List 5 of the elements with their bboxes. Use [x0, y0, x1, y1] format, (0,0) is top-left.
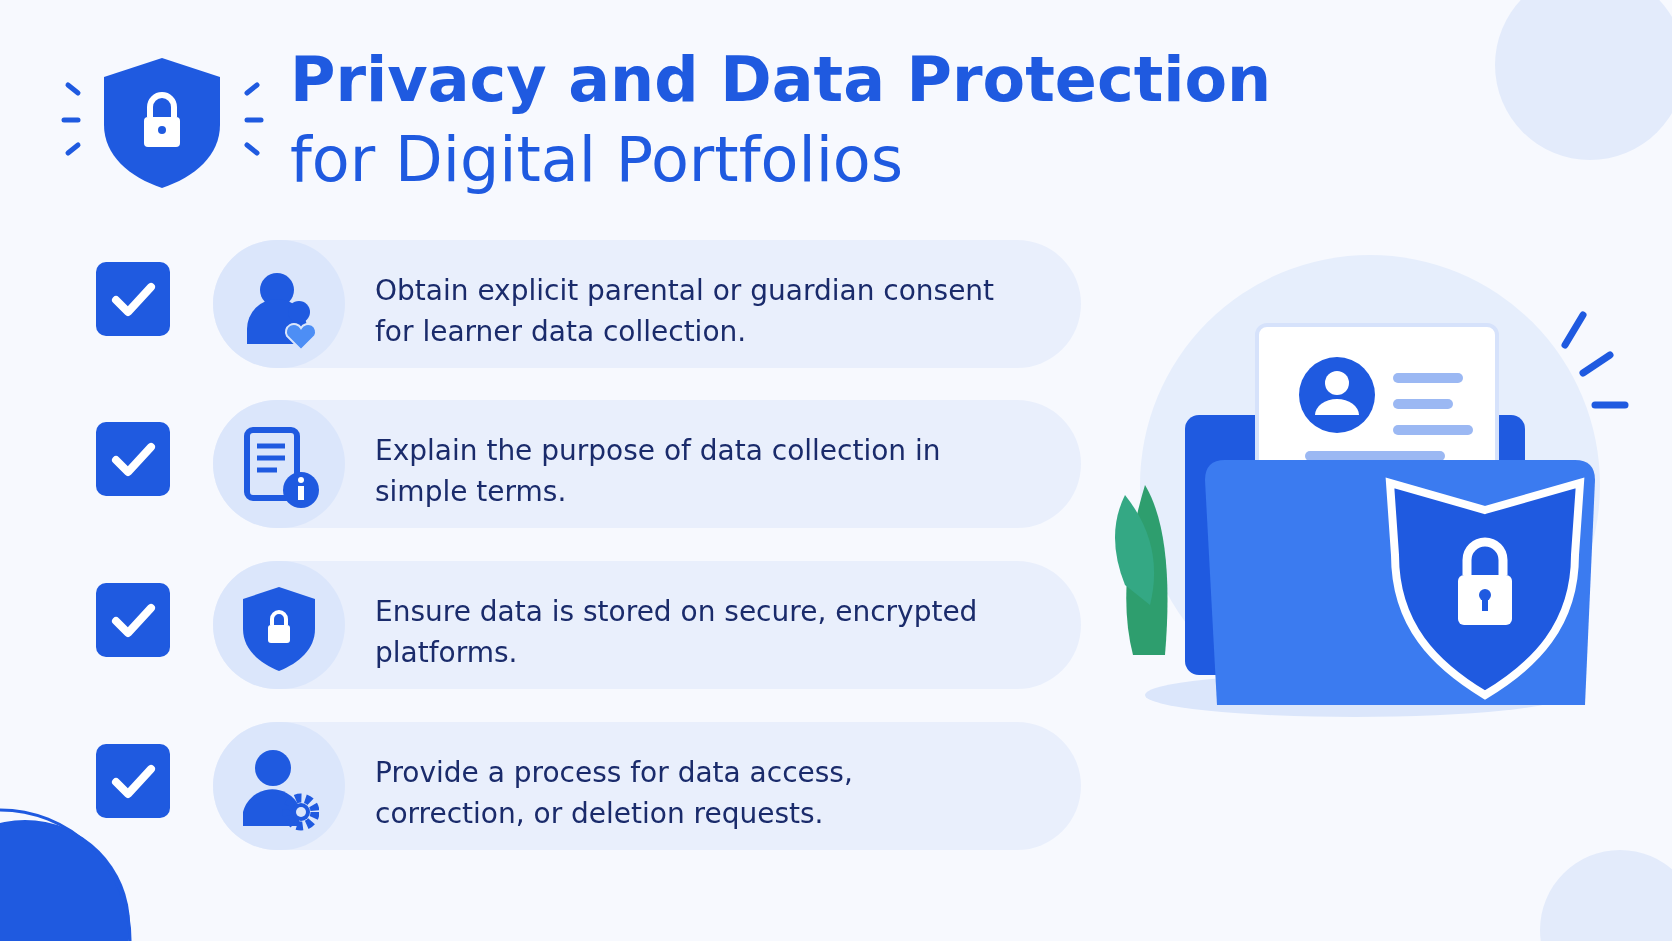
item-text: Ensure data is stored on secure, encrypted platforms. [375, 594, 979, 671]
item-text: Obtain explicit parental or guardian consent for learner data collection. [375, 273, 995, 350]
item-text: Explain the purpose of data collection in simple terms. [375, 433, 942, 510]
item-text: Provide a process for data access, correction, or deletion requests. [375, 755, 854, 832]
title: Privacy and Data Protection for Digital Portfolios [290, 42, 1273, 198]
